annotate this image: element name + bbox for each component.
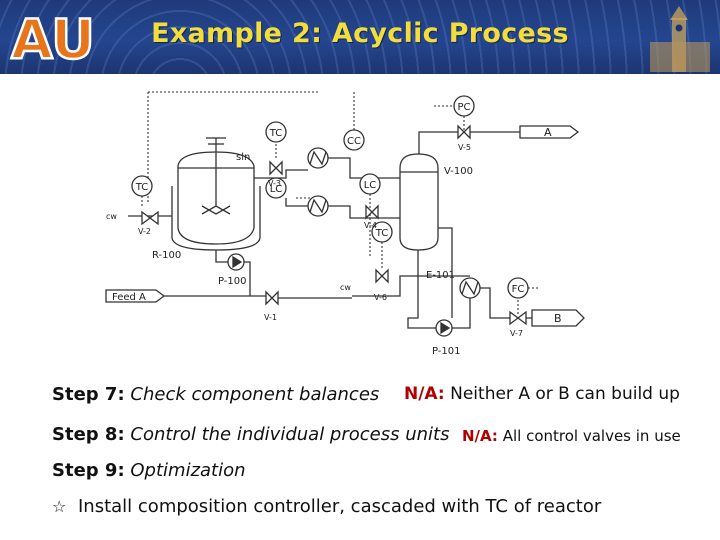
step-9-label: Step 9: (52, 460, 125, 481)
label-p100: P-100 (218, 276, 247, 287)
label-tc-reactor: TC (269, 128, 283, 139)
label-tc-jacket: TC (135, 182, 149, 193)
step-7: Step 7: Check component balances (52, 384, 379, 405)
label-v5: V-5 (458, 143, 471, 152)
label-cw-exchanger: cw (340, 283, 351, 292)
label-lc-reactor: LC (270, 184, 283, 195)
step-7-note: N/A: Neither A or B can build up (404, 384, 680, 404)
label-lc-column: LC (364, 180, 377, 191)
bullet-item: ☆ Install composition controller, cascade… (52, 496, 601, 517)
slide-title: Example 2: Acyclic Process (151, 18, 569, 49)
step-8: Step 8: Control the individual process u… (52, 424, 449, 445)
clock-tower-icon (650, 6, 710, 72)
label-cw-reactor: cw (106, 212, 117, 221)
label-feed-a: Feed A (112, 292, 146, 303)
bullet-text: Install composition controller, cascaded… (78, 496, 602, 517)
label-v3: V-3 (268, 179, 281, 188)
step-8-label: Step 8: (52, 424, 125, 445)
label-v1: V-1 (264, 313, 277, 322)
label-v100: V-100 (444, 166, 473, 177)
label-fc: FC (512, 284, 525, 295)
label-e101: E-101 (426, 270, 455, 281)
step-8-note-text: All control valves in use (502, 427, 681, 445)
step-7-label: Step 7: (52, 384, 125, 405)
auburn-logo-icon: AU (10, 7, 96, 68)
label-cc: CC (347, 136, 361, 147)
label-v2: V-2 (138, 227, 151, 236)
step-8-text: Control the individual process units (130, 424, 450, 445)
star-bullet-icon: ☆ (52, 497, 67, 516)
label-v6: V-6 (374, 293, 387, 302)
process-flow-diagram: PC V-5 A TC CC sln V-3 V-100 TC LC LC cw… (105, 91, 585, 357)
step-7-note-text: Neither A or B can build up (450, 384, 680, 404)
slide-header: AU Example 2: Acyclic Process (0, 0, 720, 74)
label-pc: PC (457, 102, 470, 113)
label-a: A (544, 126, 552, 139)
step-7-text: Check component balances (130, 384, 380, 405)
step-8-note: N/A: All control valves in use (462, 427, 681, 445)
step-7-note-label: N/A: (404, 384, 445, 404)
label-tc-column: TC (375, 228, 389, 239)
label-p101: P-101 (432, 346, 461, 357)
label-v4: V-4 (364, 221, 377, 230)
label-sln: sln (236, 152, 250, 163)
step-8-note-label: N/A: (462, 427, 498, 445)
label-r100: R-100 (152, 250, 181, 261)
logo-text: AU (11, 8, 95, 68)
step-9: Step 9: Optimization (52, 460, 246, 481)
label-b: B (554, 312, 562, 325)
step-9-text: Optimization (130, 460, 246, 481)
header-pattern (0, 0, 720, 74)
label-v7: V-7 (510, 329, 523, 338)
